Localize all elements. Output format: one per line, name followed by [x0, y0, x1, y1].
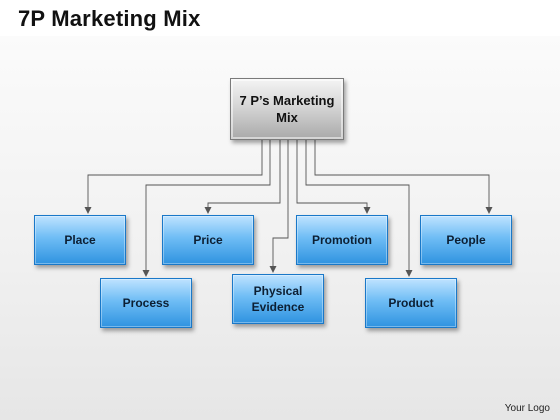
connector-price: [204, 140, 281, 214]
node-product: Product: [365, 278, 457, 328]
node-place: Place: [34, 215, 126, 265]
connector-people: [314, 140, 493, 214]
node-physical-evidence: Physical Evidence: [232, 274, 324, 324]
connector-promotion: [296, 140, 371, 214]
connector-product: [305, 140, 413, 277]
node-price: Price: [162, 215, 254, 265]
connector-process: [142, 140, 271, 277]
node-promotion: Promotion: [296, 215, 388, 265]
node-people: People: [420, 215, 512, 265]
connector-physical-evidence: [269, 140, 289, 273]
connector-place: [84, 140, 263, 214]
root-node-7ps-marketing-mix: 7 P’s Marketing Mix: [230, 78, 344, 140]
logo-placeholder: Your Logo: [504, 403, 550, 414]
node-process: Process: [100, 278, 192, 328]
slide-title: 7P Marketing Mix: [18, 6, 201, 31]
